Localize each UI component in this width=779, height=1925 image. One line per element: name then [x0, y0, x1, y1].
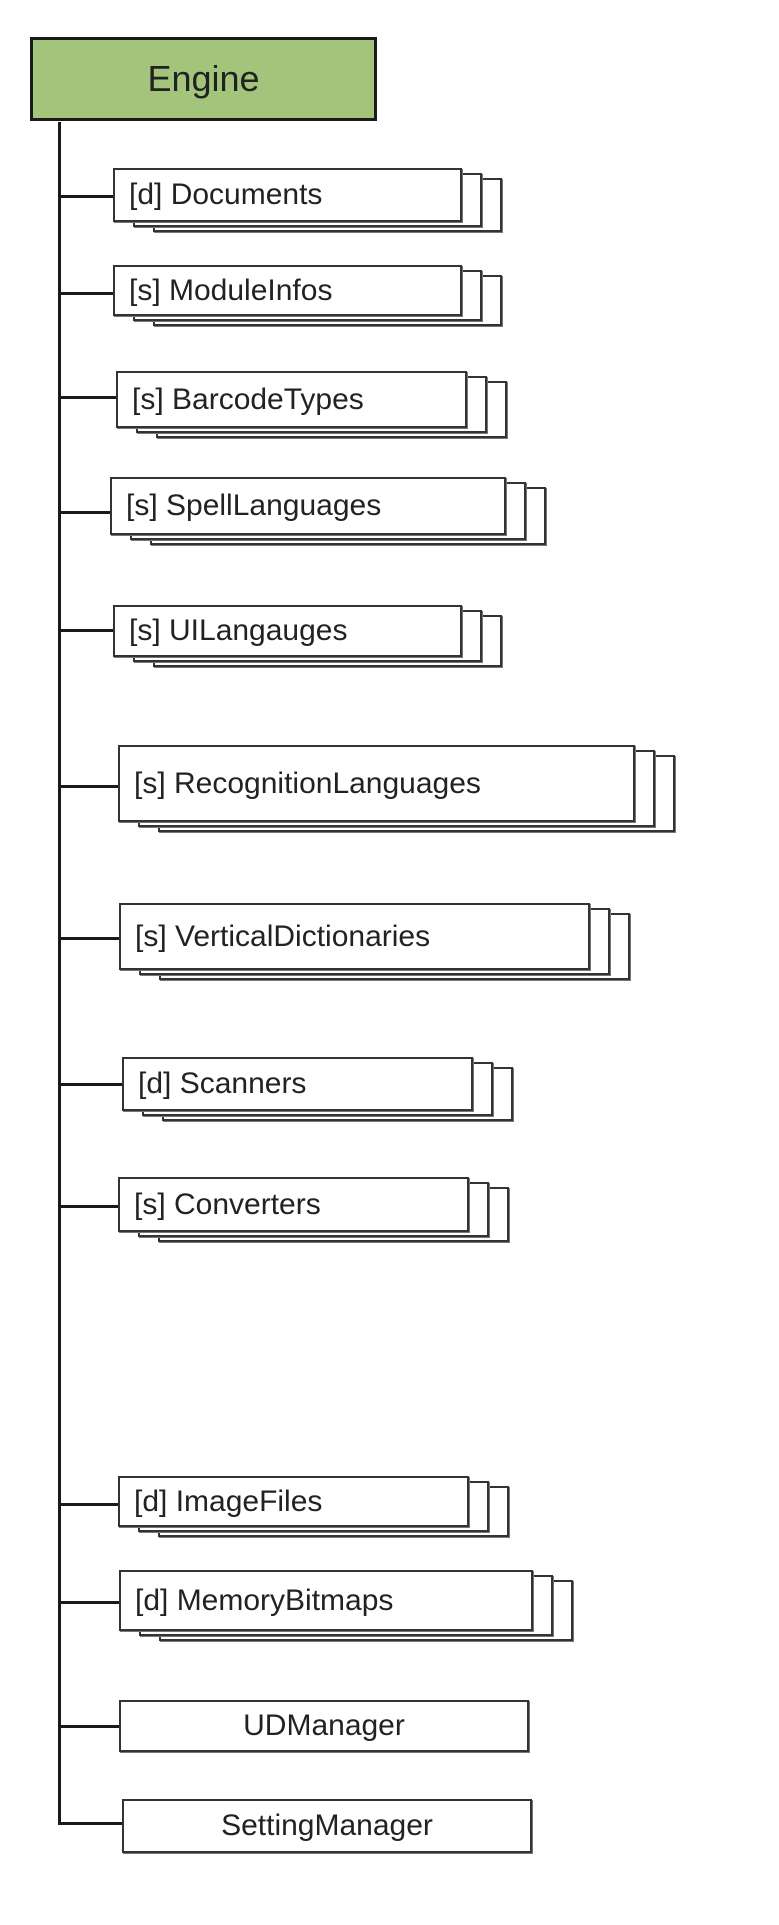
child-label: [d] ImageFiles [134, 1484, 323, 1518]
child-label: [s] BarcodeTypes [132, 382, 364, 416]
child-label: [s] Converters [134, 1187, 321, 1221]
connector-line [58, 1083, 122, 1086]
child-node: [d] Documents [113, 168, 462, 222]
child-label: [s] RecognitionLanguages [134, 766, 481, 800]
connector-line [58, 937, 119, 940]
child-node: [s] Converters [118, 1177, 469, 1232]
child-label: [d] MemoryBitmaps [135, 1583, 394, 1617]
child-node: [d] Scanners [122, 1057, 473, 1111]
child-node: [s] RecognitionLanguages [118, 745, 635, 822]
connector-line [58, 1205, 118, 1208]
child-node: [d] ImageFiles [118, 1476, 469, 1527]
connector-line [58, 396, 116, 399]
trunk-line [58, 122, 61, 1824]
connector-line [58, 785, 118, 788]
connector-line [58, 292, 113, 295]
engine-node: Engine [30, 37, 377, 121]
child-node: SettingManager [122, 1799, 532, 1853]
child-node: [d] MemoryBitmaps [119, 1570, 533, 1631]
child-label: UDManager [243, 1709, 405, 1742]
connector-line [58, 629, 113, 632]
connector-line [58, 1601, 119, 1604]
child-node: [s] SpellLanguages [110, 477, 506, 535]
child-node: [s] UILangauges [113, 605, 462, 657]
child-label: [d] Documents [129, 178, 323, 211]
child-label: [s] UILangauges [129, 614, 348, 647]
child-label: [s] ModuleInfos [129, 273, 333, 307]
connector-line [58, 1503, 118, 1506]
child-label: [s] VerticalDictionaries [135, 919, 431, 953]
child-node: [s] BarcodeTypes [116, 371, 467, 428]
child-label: [s] SpellLanguages [126, 489, 382, 522]
child-label: SettingManager [221, 1809, 433, 1842]
child-label: [d] Scanners [138, 1067, 307, 1100]
child-node: [s] ModuleInfos [113, 265, 462, 316]
connector-line [58, 1725, 119, 1728]
connector-line [58, 1822, 122, 1825]
child-node: UDManager [119, 1700, 529, 1752]
connector-line [58, 195, 113, 198]
connector-line [58, 511, 110, 514]
child-node: [s] VerticalDictionaries [119, 903, 590, 970]
engine-label: Engine [147, 58, 260, 99]
